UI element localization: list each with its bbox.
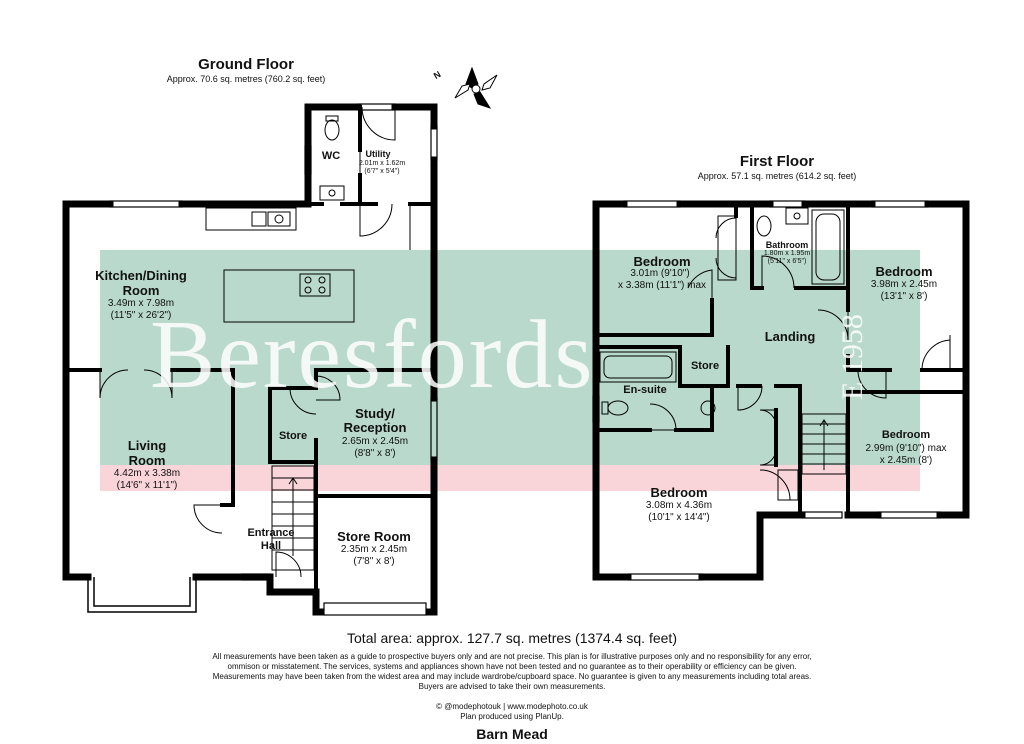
bed-a-dims-ft: x 3.38m (11'1") max xyxy=(617,280,707,291)
bed-d-dims-m: 3.08m x 4.36m xyxy=(645,500,713,511)
store-room-name: Store Room xyxy=(337,529,411,544)
living-name-1: Living xyxy=(127,438,167,453)
wc-name: WC xyxy=(321,150,341,162)
bathroom-dims-m: 1.80m x 1.95m xyxy=(763,250,811,257)
store-room-dims-m: 2.35m x 2.45m xyxy=(340,544,408,555)
bed-a-dims-m: 3.01m (9'10") xyxy=(630,268,690,279)
first-floor-title: First Floor xyxy=(739,153,815,170)
first-store-name: Store xyxy=(690,360,720,372)
study-name-1: Study/ xyxy=(355,406,395,421)
study-dims-ft: (8'8" x 8') xyxy=(354,448,396,459)
bed-b-dims-ft: (13'1" x 8') xyxy=(880,291,928,302)
watermark-pink-band xyxy=(100,465,920,491)
bathroom-dims-ft: (5'11" x 6'5") xyxy=(767,258,807,265)
utility-dims-m: 2.01m x 1.62m xyxy=(358,160,406,167)
ground-floor-plan xyxy=(62,103,438,616)
disclaimer-line-1: All measurements have been taken as a gu… xyxy=(212,652,812,661)
bed-b-name: Bedroom xyxy=(875,264,933,279)
property-name: Barn Mead xyxy=(476,726,548,742)
kitchen-name-2: Room xyxy=(122,283,160,298)
watermark-brand: Beresfords xyxy=(150,301,595,409)
living-dims-m: 4.42m x 3.38m xyxy=(113,468,181,479)
utility-dims-ft: (6'7" x 5'4") xyxy=(364,168,400,175)
ensuite-name: En-suite xyxy=(623,384,667,396)
watermark-green-band xyxy=(100,250,920,465)
entrance-name-1: Entrance xyxy=(247,527,295,539)
watermark-year-tag: E 1958 xyxy=(836,314,869,400)
living-name-2: Room xyxy=(128,453,166,468)
disclaimer-line-4: Buyers are advised to take their own mea… xyxy=(418,682,606,691)
bed-d-name: Bedroom xyxy=(650,485,708,500)
total-area: Total area: approx. 127.7 sq. metres (13… xyxy=(347,630,677,646)
ground-store-name: Store xyxy=(278,430,308,442)
compass-icon xyxy=(454,66,498,109)
credit-line-1: © @modephotouk | www.modephoto.co.uk xyxy=(436,702,588,711)
kitchen-name-1: Kitchen/Dining xyxy=(95,268,187,283)
entrance-name-2: Hall xyxy=(260,540,282,552)
bed-a-name: Bedroom xyxy=(633,254,691,269)
living-dims-ft: (14'6" x 11'1") xyxy=(116,480,178,491)
kitchen-dims-m: 3.49m x 7.98m xyxy=(107,298,175,309)
utility-name: Utility xyxy=(365,149,391,159)
disclaimer-line-3: Measurements may have been taken from th… xyxy=(212,672,812,681)
ground-floor-title: Ground Floor xyxy=(198,56,294,73)
kitchen-dims-ft: (11'5" x 26'2") xyxy=(110,310,172,321)
bed-d-dims-ft: (10'1" x 14'4") xyxy=(648,512,710,523)
study-dims-m: 2.65m x 2.45m xyxy=(341,436,409,447)
credit-line-2: Plan produced using PlanUp. xyxy=(460,712,564,721)
bed-c-dims-m: 2.99m (9'10") max xyxy=(865,443,947,454)
bathroom-name: Bathroom xyxy=(765,240,809,250)
bed-b-dims-m: 3.98m x 2.45m xyxy=(870,279,938,290)
store-room-dims-ft: (7'8" x 8') xyxy=(353,556,395,567)
study-name-2: Reception xyxy=(343,420,407,435)
disclaimer-line-2: ommison or misstatement. The services, s… xyxy=(227,662,797,671)
bed-c-name: Bedroom xyxy=(881,429,931,441)
bed-c-dims-ft: x 2.45m (8') xyxy=(879,455,933,466)
landing-name: Landing xyxy=(764,329,816,344)
first-floor-plan xyxy=(592,200,970,581)
ground-floor-area: Approx. 70.6 sq. metres (760.2 sq. feet) xyxy=(166,74,326,84)
first-floor-area: Approx. 57.1 sq. metres (614.2 sq. feet) xyxy=(697,171,857,181)
